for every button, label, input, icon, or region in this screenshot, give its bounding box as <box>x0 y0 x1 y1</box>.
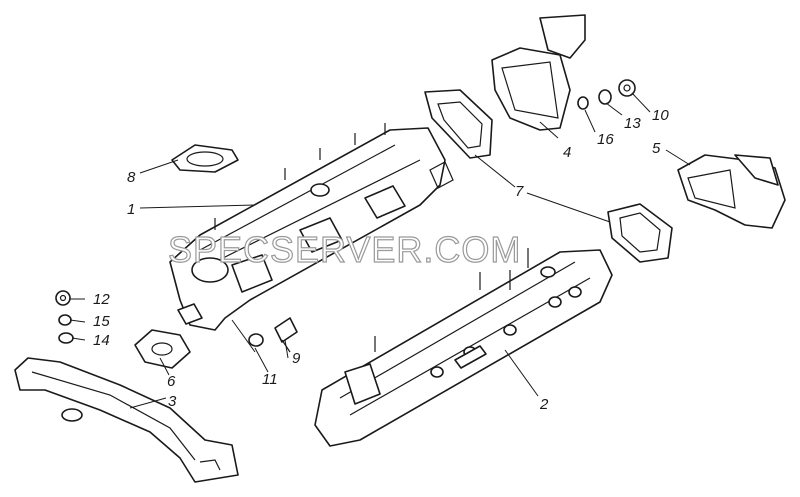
small-flange <box>134 329 191 369</box>
nut-12 <box>55 290 71 306</box>
callout-11: 11 <box>262 371 278 388</box>
washer-16 <box>577 96 589 110</box>
callout-labels: 1 2 3 4 5 6 7 8 9 10 11 12 13 14 15 16 <box>93 107 669 413</box>
callout-2: 2 <box>539 396 549 413</box>
washer-15 <box>58 314 72 326</box>
callout-14: 14 <box>93 332 110 349</box>
callout-1: 1 <box>127 201 135 218</box>
callout-7: 7 <box>515 183 524 200</box>
outlet-elbow-upper <box>491 14 586 131</box>
washer-13 <box>598 89 612 105</box>
callout-10: 10 <box>652 107 669 124</box>
leader-lines <box>69 92 691 409</box>
watermark-text: SPECSERVER.COM <box>168 229 521 270</box>
callout-13: 13 <box>624 115 641 132</box>
gasket-lower <box>607 203 673 263</box>
callout-12: 12 <box>93 291 110 308</box>
gasket-upper <box>424 89 493 159</box>
callout-16: 16 <box>597 131 614 148</box>
nut-10 <box>618 79 636 97</box>
crossover-pipe <box>14 357 239 483</box>
small-gasket <box>171 144 239 173</box>
upper-manifold <box>169 123 454 331</box>
callout-15: 15 <box>93 313 110 330</box>
callout-3: 3 <box>168 393 177 410</box>
outlet-elbow-right <box>677 154 786 229</box>
callout-8: 8 <box>127 169 136 186</box>
callout-9: 9 <box>292 350 301 367</box>
callout-6: 6 <box>167 373 176 390</box>
lower-manifold <box>314 248 613 447</box>
callout-5: 5 <box>652 140 661 157</box>
washer-11 <box>248 333 264 347</box>
callout-4: 4 <box>563 144 571 161</box>
washer-14 <box>58 332 74 344</box>
